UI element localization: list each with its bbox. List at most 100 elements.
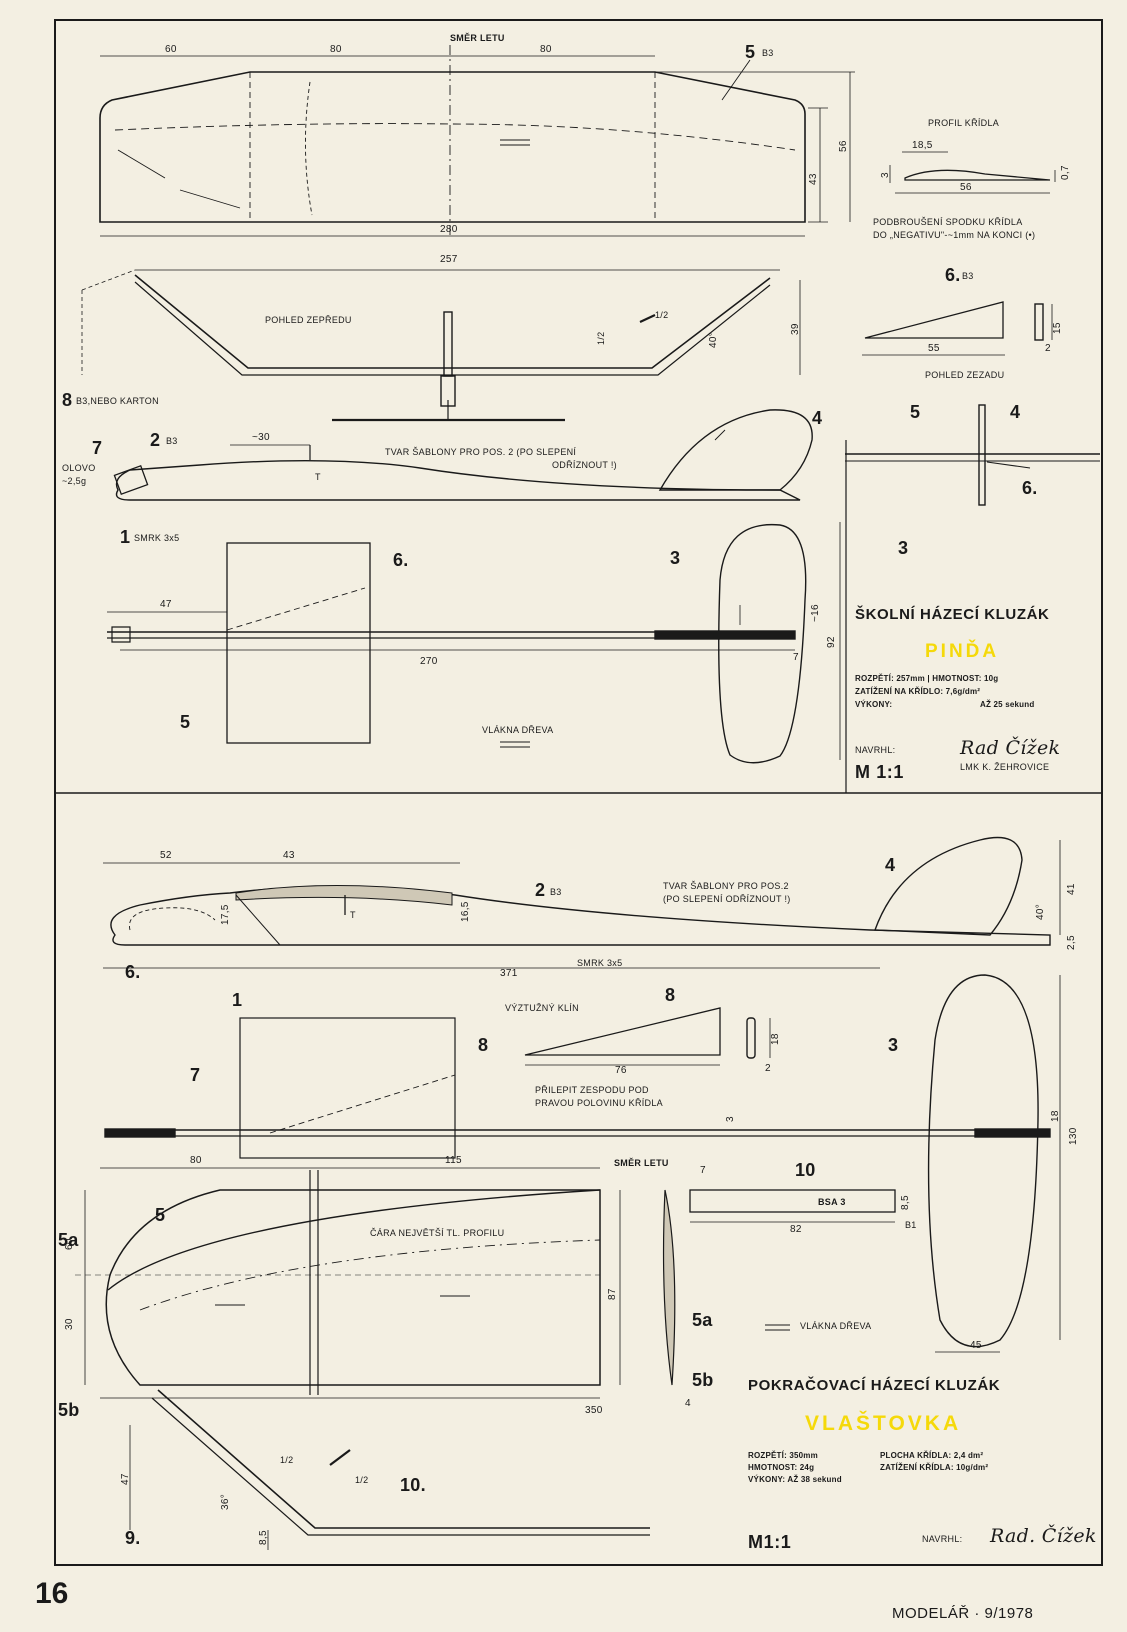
grain-label: VLÁKNA DŘEVA: [482, 725, 554, 735]
dim-80a: 80: [330, 44, 342, 55]
part-10-dim-82: 82: [790, 1224, 802, 1235]
gusset-6-material: B3: [962, 271, 974, 281]
wedge-note-2: PRAVOU POLOVINU KŘÍDLA: [535, 1098, 663, 1108]
flight-direction-label: SMĚR LETU: [450, 33, 505, 43]
dim-45: 45: [970, 1340, 982, 1351]
airfoil-note-2: DO „NEGATIVU"-~1mm NA KONCI (•): [873, 230, 1036, 240]
lead-label: OLOVO: [62, 463, 96, 473]
part-5b-left: 5b: [58, 1400, 80, 1420]
part-10-dim-85: 8,5: [900, 1195, 911, 1210]
lead-weight: ~2,5g: [62, 476, 87, 486]
bottom-part-3: 3: [888, 1035, 899, 1055]
dim-30b: 30: [64, 1318, 75, 1330]
gusset-dim-15: 15: [1052, 322, 1063, 334]
dim-41: 41: [1066, 883, 1077, 895]
glider-2-name: VLAŠTOVKA: [805, 1412, 962, 1435]
glider-1-title: ŠKOLNÍ HÁZECÍ KLUZÁK: [855, 606, 1050, 623]
dim-92: 92: [826, 636, 837, 648]
airfoil-dim-07: 0,7: [1060, 165, 1071, 180]
cg-mark-2: T: [350, 910, 356, 920]
wedge-8: [524, 1007, 771, 1066]
part-5-material: B3: [762, 48, 774, 58]
dim-18: 18: [1050, 1110, 1061, 1122]
bottom-wing-plan: [75, 1167, 790, 1399]
glider-2-spec-2b: ZATÍŽENÍ KŘÍDLA: 10g/dm²: [880, 1463, 989, 1472]
bottom-fuselage-side: [103, 836, 1061, 969]
dim-80b: 80: [540, 44, 552, 55]
gusset-dim-2: 2: [1045, 343, 1051, 354]
bottom-front-view: [129, 1389, 650, 1550]
dim-4: 4: [685, 1398, 691, 1409]
dihedral-angle: 36°: [220, 1493, 231, 1510]
front-view-title: POHLED ZEPŘEDU: [265, 315, 352, 325]
bottom-part-2: 2: [535, 880, 546, 900]
part-4-label: 4: [812, 408, 823, 428]
club-label: LMK K. ŽEHROVICE: [960, 762, 1050, 772]
template-note-2: ODŘÍZNOUT !): [552, 460, 617, 470]
bottom-template-1: TVAR ŠABLONY PRO POS.2: [663, 881, 789, 891]
dim-80: 80: [190, 1155, 202, 1166]
part-1-material: SMRK 3x5: [134, 533, 180, 543]
glider-1-spec-3b: AŽ 25 sekund: [980, 700, 1035, 709]
spruce-label: SMRK 3x5: [577, 958, 623, 968]
dim-60: 60: [165, 44, 177, 55]
dim-7b: 7: [700, 1165, 706, 1176]
part-1-label: 1: [120, 527, 131, 547]
glider-2-spec-1a: ROZPĚTÍ: 350mm: [748, 1451, 818, 1460]
bottom-part-1: 1: [232, 990, 243, 1010]
dim-43: 43: [808, 173, 819, 185]
magazine-footer: MODELÁŘ · 9/1978: [892, 1605, 1034, 1622]
part-8-material: B3,NEBO KARTON: [76, 396, 159, 406]
glider-2-title: POKRAČOVACÍ HÁZECÍ KLUZÁK: [748, 1377, 1001, 1394]
part-10: [689, 1189, 896, 1223]
rear-view: [845, 404, 1100, 506]
part-2-label: 2: [150, 430, 161, 450]
angle-40: 40°: [708, 331, 719, 348]
airfoil-title: PROFIL KŘÍDLA: [928, 118, 1000, 128]
half-label-a: 1/2: [655, 310, 669, 320]
glider-2-spec-1b: PLOCHA KŘÍDLA: 2,4 dm²: [880, 1451, 984, 1460]
dim-115: 115: [445, 1155, 462, 1166]
designer-label-2: NAVRHL:: [922, 1534, 963, 1544]
top-fuselage-side: [113, 409, 813, 501]
bottom-part-7: 7: [190, 1065, 201, 1085]
dim-39: 39: [790, 323, 801, 335]
wedge-dim-18: 18: [770, 1033, 781, 1045]
b1-label: B1: [905, 1220, 917, 1230]
dihedral-half-a: 1/2: [280, 1455, 294, 1465]
designer-label-1: NAVRHL:: [855, 745, 896, 755]
dim-16: ~16: [810, 604, 821, 622]
part-2-material: B3: [166, 436, 178, 446]
dim-270: 270: [420, 656, 438, 667]
glider-2-spec-2a: HMOTNOST: 24g: [748, 1463, 815, 1472]
dim-257: 257: [440, 254, 458, 265]
front-view: [81, 269, 801, 422]
rear-part-3: 3: [898, 538, 909, 558]
dim-43b: 43: [283, 850, 295, 861]
airfoil-dim-3: 3: [880, 172, 891, 178]
dihedral-part-10: 10.: [400, 1475, 426, 1495]
part-5b: 5b: [692, 1370, 714, 1390]
bottom-part-8: 8: [478, 1035, 489, 1055]
gusset-dim-55: 55: [928, 343, 940, 354]
rear-part-6: 6.: [1022, 478, 1038, 498]
bottom-flight-direction: SMĚR LETU: [614, 1158, 669, 1168]
part-7-label: 7: [92, 438, 103, 458]
glider-2-spec-3: VÝKONY: AŽ 38 sekund: [748, 1475, 842, 1484]
rear-part-5: 5: [910, 402, 921, 422]
half-label-b: 1/2: [596, 331, 606, 345]
glider-1-spec-3: VÝKONY:: [855, 700, 893, 709]
dihedral-dim-85: 8,5: [258, 1530, 269, 1545]
wedge-title: VÝZTUŽNÝ KLÍN: [505, 1003, 579, 1013]
designer-signature-2: Rad. Čížek: [990, 1525, 1097, 1547]
dim-30: ~30: [252, 432, 270, 443]
glider-1-name: PINĎA: [925, 641, 1000, 662]
glider-1-spec-1: ROZPĚTÍ: 257mm | HMOTNOST: 10g: [855, 674, 999, 683]
wing-part-5: 5: [155, 1205, 166, 1225]
bottom-part-2-material: B3: [550, 887, 562, 897]
dim-56: 56: [838, 140, 849, 152]
bottom-plan-view: [104, 974, 1061, 1353]
scale-label-1: M 1:1: [855, 762, 905, 782]
dim-280: 280: [440, 224, 458, 235]
dim-350: 350: [585, 1405, 603, 1416]
